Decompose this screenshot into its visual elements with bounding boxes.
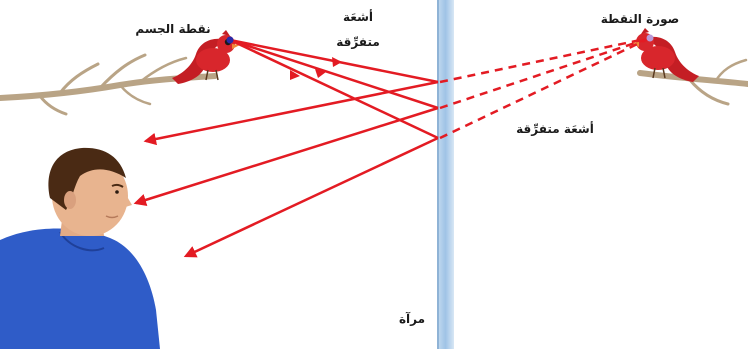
diverging-rays-top-label-line1: أشعَة — [343, 10, 373, 24]
incident-ray-2 — [229, 38, 439, 110]
boy-observer-icon — [0, 147, 160, 349]
image-point-label: صورة النقطة — [600, 12, 680, 26]
left-branch — [0, 53, 218, 116]
reflected-ray-2 — [133, 106, 439, 206]
ray-arrow-3 — [290, 70, 300, 80]
virtual-rays — [439, 36, 651, 140]
object-point — [226, 36, 234, 44]
ray-arrow-2 — [315, 69, 326, 78]
image-point — [646, 34, 654, 42]
virtual-ray-2 — [439, 36, 651, 110]
diverging-rays-right-label: أشعَة متفرِّقة — [516, 122, 594, 136]
object-point-label: نقطة الجسم — [135, 22, 211, 36]
incident-ray-3 — [229, 38, 439, 140]
ray-arrow-1 — [332, 57, 342, 67]
reflected-ray-3 — [183, 136, 439, 258]
virtual-ray-1 — [439, 36, 651, 84]
incident-ray-arrows — [290, 57, 342, 80]
virtual-ray-3 — [439, 36, 651, 140]
reflected-ray-1 — [143, 80, 439, 146]
mirror — [437, 0, 454, 349]
diverging-rays-top-label-line2: متفرِّقة — [336, 35, 380, 49]
reflected-rays — [133, 80, 439, 258]
mirror-label: مرآة — [398, 312, 426, 326]
object-bird-icon — [172, 30, 240, 84]
